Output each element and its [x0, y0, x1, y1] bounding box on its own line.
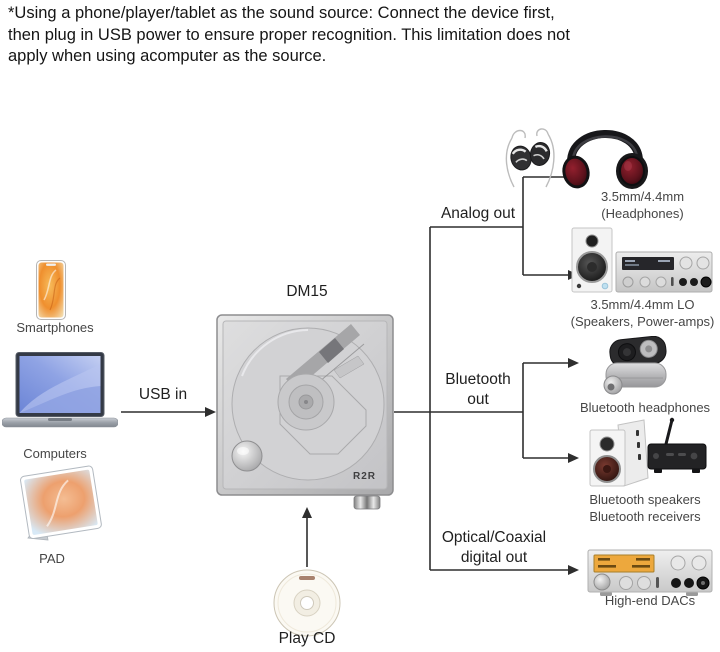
bluetooth-speakers-caption-line2: Bluetooth receivers [589, 508, 701, 524]
bluetooth-out-label: Bluetooth out [428, 370, 528, 410]
cd-disc-icon [273, 569, 341, 637]
digital-out-line1: Optical/Coaxial [441, 529, 547, 546]
digital-out-label: Optical/Coaxial digital out [414, 528, 574, 568]
iem-earphones-icon [505, 128, 555, 188]
bluetooth-headphones-caption: Bluetooth headphones [579, 400, 711, 415]
play-cd-label: Play CD [278, 630, 336, 647]
speaker-and-amp-icon [571, 227, 713, 293]
r2r-logo: R2R [353, 471, 376, 482]
bluetooth-out-line2: out [467, 391, 489, 408]
analog-out-label: Analog out [440, 205, 516, 222]
bluetooth-speakers-receiver-icon [589, 417, 707, 487]
dacs-caption: High-end DACs [604, 593, 696, 608]
analog-speakers-caption: 3.5mm/4.4mm LO (Speakers, Power-amps) [565, 297, 720, 330]
analog-headphones-caption-line2: (Headphones) [601, 205, 684, 221]
usage-note-line1: *Using a phone/player/tablet as the soun… [8, 4, 555, 22]
pad-label: PAD [39, 551, 65, 566]
digital-out-line2: digital out [460, 549, 528, 566]
bluetooth-out-line1: Bluetooth [445, 371, 511, 388]
smartphones-label: Smartphones [16, 320, 94, 335]
smartphone-icon [36, 260, 66, 320]
dm15-title: DM15 [286, 283, 328, 300]
usage-note: *Using a phone/player/tablet as the soun… [8, 3, 570, 68]
bluetooth-speakers-caption-line1: Bluetooth speakers [589, 492, 701, 507]
analog-headphones-caption: 3.5mm/4.4mm (Headphones) [565, 189, 720, 222]
usb-in-label: USB in [138, 386, 188, 403]
computers-label: Computers [23, 446, 87, 461]
analog-speakers-caption-line1: 3.5mm/4.4mm LO [590, 297, 695, 312]
analog-speakers-caption-line2: (Speakers, Power-amps) [570, 313, 715, 329]
analog-headphones-caption-line1: 3.5mm/4.4mm [600, 189, 685, 204]
dm15-player-image: R2R [216, 314, 394, 510]
laptop-icon [2, 352, 118, 428]
tablet-icon [20, 465, 102, 541]
usage-note-line3: apply when using acomputer as the source… [8, 47, 327, 65]
bluetooth-earbuds-icon [603, 336, 667, 395]
headphones-icon [562, 130, 648, 189]
dac-icon [587, 549, 713, 596]
usage-note-line2: then plug in USB power to ensure proper … [8, 25, 570, 44]
bluetooth-speakers-caption: Bluetooth speakers Bluetooth receivers [570, 492, 720, 525]
